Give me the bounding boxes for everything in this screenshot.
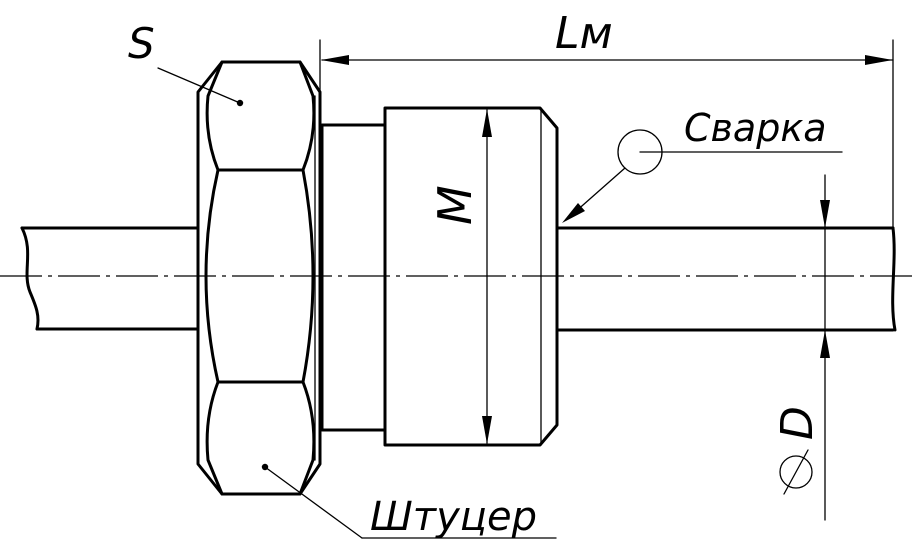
left-pipe-break-line bbox=[20, 226, 40, 331]
diameter-dimension: D bbox=[772, 174, 830, 521]
length-arrow-right bbox=[865, 55, 893, 65]
diameter-arrow-bottom bbox=[820, 330, 830, 358]
hex-nut bbox=[196, 60, 322, 496]
thread-label: M bbox=[428, 185, 482, 225]
nut-size-label: S bbox=[128, 19, 155, 68]
fitting-label: Штуцер bbox=[370, 494, 537, 540]
diameter-label: D bbox=[772, 406, 823, 440]
fitting-neck bbox=[320, 123, 387, 432]
diameter-arrow-top bbox=[820, 200, 830, 228]
diameter-symbol bbox=[779, 449, 813, 495]
right-pipe-break-line bbox=[891, 226, 897, 332]
right-pipe bbox=[555, 226, 897, 332]
left-pipe bbox=[20, 226, 200, 331]
length-label: Lм bbox=[555, 8, 613, 59]
thread-arrow-bottom bbox=[482, 416, 492, 444]
weld-callout: Сварка bbox=[562, 106, 843, 223]
hex-nut-outline bbox=[196, 60, 322, 496]
thread-arrow-top bbox=[482, 109, 492, 137]
nut-size-leader-dot bbox=[236, 99, 244, 107]
fitting-callout: Штуцер bbox=[261, 463, 557, 540]
thread-dimension: M bbox=[428, 109, 492, 444]
weld-label: Сварка bbox=[684, 106, 827, 150]
weld-arrow bbox=[562, 203, 585, 223]
length-arrow-left bbox=[321, 55, 349, 65]
nut-size-callout: S bbox=[128, 19, 244, 107]
threaded-body bbox=[383, 106, 559, 447]
length-dimension: Lм bbox=[319, 8, 894, 229]
